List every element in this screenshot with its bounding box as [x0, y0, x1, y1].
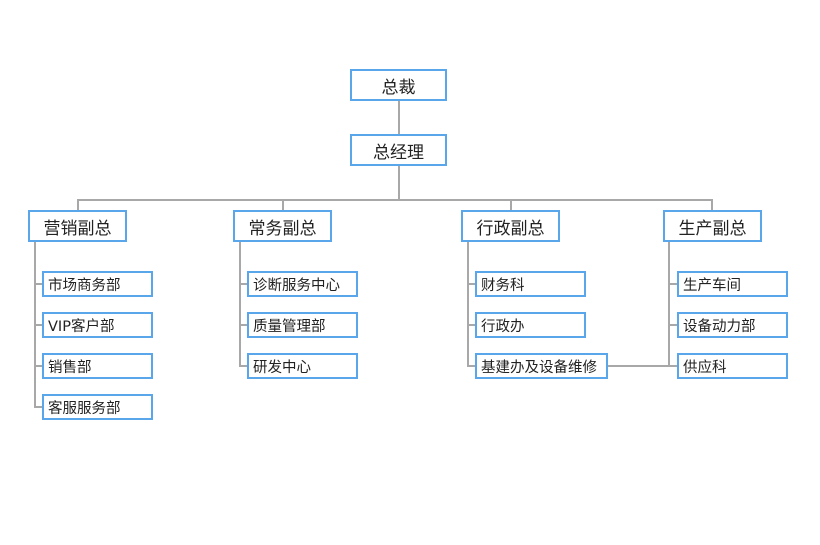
connector-col1-tick-4 [34, 406, 43, 408]
node-dept-finance: 财务科 [475, 271, 586, 297]
connector-col1-spine [34, 240, 36, 407]
node-dept-equipment-power: 设备动力部 [677, 312, 788, 338]
node-vp-administration: 行政副总 [461, 210, 560, 242]
node-dept-admin-office: 行政办 [475, 312, 586, 338]
node-vp-production: 生产副总 [663, 210, 762, 242]
connector-col2-tick-3 [239, 365, 248, 367]
connector-col4-tick-2 [668, 324, 678, 326]
connector-vp-bus [77, 199, 713, 201]
connector-vp2-drop [282, 199, 284, 211]
node-dept-customer-service: 客服服务部 [42, 394, 153, 420]
connector-ceo-gm [398, 99, 400, 134]
node-dept-market-business: 市场商务部 [42, 271, 153, 297]
connector-col1-tick-2 [34, 324, 43, 326]
connector-col1-tick-1 [34, 283, 43, 285]
connector-col4-spine [668, 240, 670, 366]
connector-col2-tick-2 [239, 324, 248, 326]
node-dept-quality: 质量管理部 [247, 312, 358, 338]
connector-col4-tick-3 [607, 365, 678, 367]
connector-col3-tick-1 [467, 283, 476, 285]
connector-col3-spine [467, 240, 469, 366]
connector-col2-tick-1 [239, 283, 248, 285]
node-dept-diagnosis-center: 诊断服务中心 [247, 271, 358, 297]
connector-vp1-drop [77, 199, 79, 211]
node-dept-rnd: 研发中心 [247, 353, 358, 379]
node-general-manager: 总经理 [350, 134, 447, 166]
connector-col3-tick-3 [467, 365, 476, 367]
node-dept-vip-clients: VIP客户部 [42, 312, 153, 338]
connector-vp4-drop [711, 199, 713, 211]
node-dept-workshop: 生产车间 [677, 271, 788, 297]
connector-col4-tick-1 [668, 283, 678, 285]
node-dept-construction-maintenance: 基建办及设备维修 [475, 353, 608, 379]
node-vp-executive: 常务副总 [233, 210, 332, 242]
node-dept-supply: 供应科 [677, 353, 788, 379]
node-dept-sales: 销售部 [42, 353, 153, 379]
connector-vp3-drop [510, 199, 512, 211]
node-ceo: 总裁 [350, 69, 447, 101]
connector-col2-spine [239, 240, 241, 366]
connector-gm-trunk [398, 164, 400, 199]
node-vp-marketing: 营销副总 [28, 210, 127, 242]
connector-col1-tick-3 [34, 365, 43, 367]
connector-col3-tick-2 [467, 324, 476, 326]
